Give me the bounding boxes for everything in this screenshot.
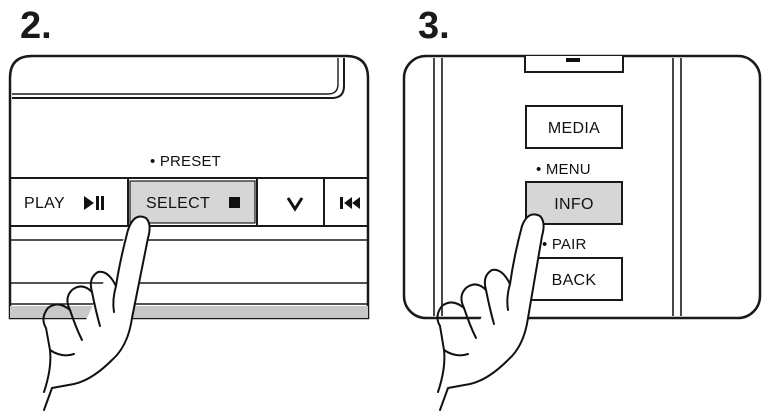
top-partial-button[interactable]: [524, 56, 624, 73]
preset-label: • PRESET: [150, 153, 221, 170]
step-2-panel: 2. • PRESET PLAY SELECT: [8, 5, 370, 411]
chevron-down-icon: [286, 197, 304, 212]
back-button-face: [525, 257, 623, 301]
media-button[interactable]: MEDIA: [525, 105, 623, 149]
pair-label: • PAIR: [542, 236, 587, 253]
media-button-label: MEDIA: [548, 120, 600, 137]
back-button[interactable]: BACK: [525, 257, 623, 301]
step-2-number: 2.: [20, 5, 52, 47]
stop-icon: [229, 197, 240, 208]
info-button-label: INFO: [554, 196, 593, 213]
step-3-panel: 3. MEDIA • MENU INFO • PAIR BACK: [402, 5, 762, 411]
select-button-label: SELECT: [146, 195, 210, 212]
skip-back-button[interactable]: [340, 197, 360, 209]
hand-illustration-right: [436, 213, 545, 411]
skip-back-icon: [340, 197, 360, 209]
bottom-shade-left: [10, 306, 368, 318]
select-button[interactable]: SELECT: [129, 180, 256, 224]
play-pause-icon: [84, 196, 104, 210]
media-button-face: [525, 105, 623, 149]
back-button-label: BACK: [552, 272, 597, 289]
display-bezel-left: [12, 58, 345, 99]
down-button[interactable]: [286, 197, 304, 212]
step-3-number: 3.: [418, 5, 450, 47]
play-button[interactable]: PLAY: [24, 195, 104, 212]
hand-illustration-left: [42, 215, 151, 411]
menu-label: • MENU: [536, 161, 591, 178]
display-bezel-inner-left: [12, 58, 339, 95]
play-button-label: PLAY: [24, 195, 65, 212]
